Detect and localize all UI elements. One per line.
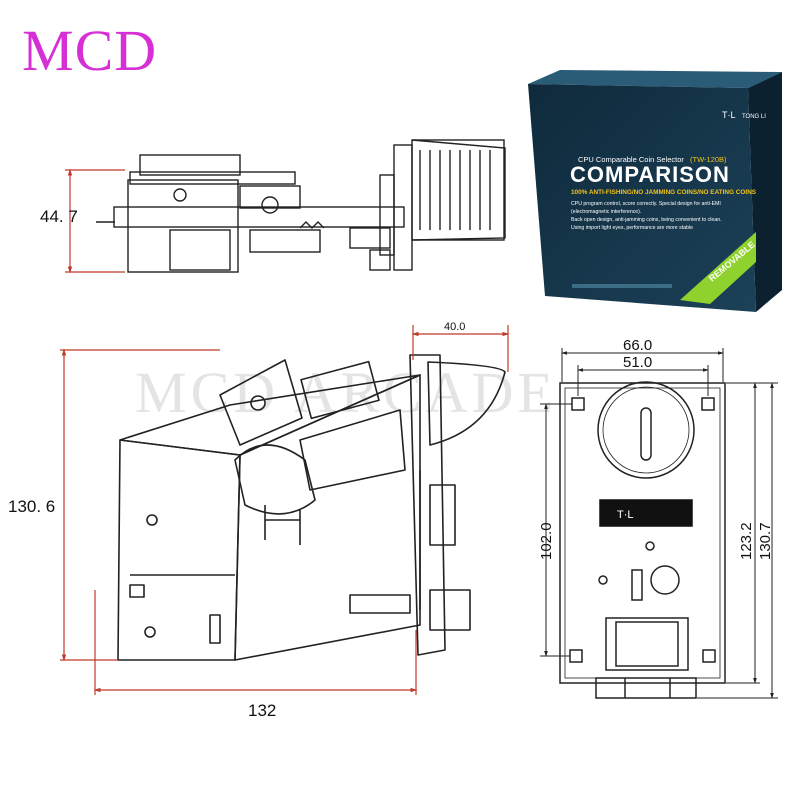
box-desc-line: (electromagnetic interference). [571,209,641,215]
plate-logo: T·L [617,509,634,521]
main-width-label: 132 [248,701,276,720]
box-tagline: 100% ANTI-FISHING/NO JAMMING COINS/NO EA… [571,189,757,196]
box-subtitle: CPU Comparable Coin Selector [578,155,684,164]
box-desc-line: Using import light eyes, performance are… [571,225,693,231]
top-width-label: 40.0 [444,321,465,333]
main-view [60,325,510,695]
front-height-outer-label: 130.7 [757,522,774,560]
brand-logo: MCD [22,18,158,83]
front-view [540,348,778,699]
side-view [65,139,506,274]
product-box: REMOVABLE T·L TONG LI CPU Comparable Coi… [528,70,782,312]
side-height-label: 44. 7 [40,207,78,226]
ribbon-band [680,232,756,304]
front-height-mid-label: 123.2 [738,522,755,560]
front-width-outer-label: 66.0 [623,337,652,354]
box-desc-line: Back open design, anti-jamming coins, be… [571,217,722,223]
box-model: (TW-120B) [690,155,727,164]
box-logo: T·L [722,110,736,120]
front-height-inner-label: 102.0 [538,522,555,560]
box-maker: TONG LI [742,114,766,120]
box-title: COMPARISON [570,162,730,187]
box-desc-line: CPU program control, score correctly. Sp… [571,201,721,207]
front-width-inner-label: 51.0 [623,354,652,371]
main-height-label: 130. 6 [8,497,55,516]
